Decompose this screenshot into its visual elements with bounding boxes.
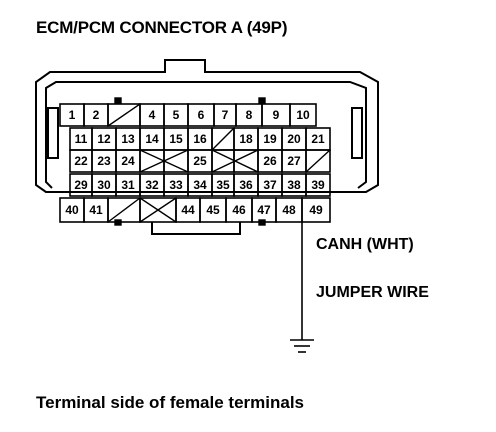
unused-terminal-slash [107, 197, 141, 223]
terminal-number: 9 [273, 108, 280, 122]
unused-terminal-cross [139, 197, 177, 223]
left-latch [47, 107, 59, 159]
unused-terminal-slash [305, 149, 331, 173]
terminal-number: 47 [257, 203, 271, 217]
unused-terminal-slash [107, 103, 141, 127]
terminal-cell [233, 149, 259, 173]
terminal-number: 48 [282, 203, 296, 217]
terminal-number: 13 [121, 132, 135, 146]
terminal-number: 40 [65, 203, 79, 217]
locator-tab [114, 97, 122, 104]
terminal-number: 24 [121, 154, 135, 168]
terminal-number: 37 [263, 178, 277, 192]
locator-tab [114, 219, 122, 226]
terminal-number: 15 [169, 132, 183, 146]
terminal-number: 11 [75, 132, 88, 146]
terminal-number: 41 [89, 203, 103, 217]
terminal-number: 18 [239, 132, 253, 146]
locator-tab [258, 97, 266, 104]
terminal-number: 1 [69, 108, 76, 122]
terminal-number: 21 [311, 132, 325, 146]
terminal-number: 44 [181, 203, 195, 217]
terminal-number: 38 [287, 178, 301, 192]
terminal-number: 14 [145, 132, 159, 146]
terminal-number: 7 [222, 108, 229, 122]
terminal-number: 5 [173, 108, 180, 122]
terminal-number: 8 [246, 108, 253, 122]
terminal-number: 4 [149, 108, 156, 122]
terminal-number: 27 [287, 154, 301, 168]
connector-housing-outer [35, 59, 379, 193]
terminal-number: 26 [263, 154, 277, 168]
terminal-number: 45 [206, 203, 220, 217]
locator-tab [258, 219, 266, 226]
canh-label: CANH (WHT) [316, 236, 414, 253]
jumper-wire-label: JUMPER WIRE [316, 284, 429, 301]
terminal-number: 30 [97, 178, 111, 192]
terminal-number: 36 [239, 178, 253, 192]
terminal-number: 12 [97, 132, 111, 146]
terminal-number: 20 [287, 132, 301, 146]
terminal-cell [211, 149, 235, 173]
terminal-cell [289, 103, 317, 127]
terminal-cell [301, 197, 331, 223]
terminal-number: 16 [193, 132, 207, 146]
unused-terminal-cross [139, 149, 189, 173]
terminal-number: 35 [216, 178, 230, 192]
terminal-number: 29 [74, 178, 88, 192]
terminal-number: 23 [97, 154, 111, 168]
terminal-number: 31 [121, 178, 135, 192]
diagram-title: ECM/PCM CONNECTOR A (49P) [36, 18, 288, 37]
figure-caption: Terminal side of female terminals [36, 393, 304, 412]
connector-housing-inner [45, 81, 367, 189]
terminal-number: 6 [198, 108, 205, 122]
unused-terminal-cross [211, 149, 259, 173]
terminal-number: 39 [311, 178, 325, 192]
terminal-number: 32 [145, 178, 159, 192]
terminal-number: 46 [232, 203, 246, 217]
terminal-number: 19 [263, 132, 277, 146]
terminal-number: 49 [309, 203, 323, 217]
unused-terminal-slash [211, 127, 235, 151]
terminal-number: 2 [93, 108, 100, 122]
terminal-number: 25 [193, 154, 207, 168]
terminal-number: 22 [74, 154, 88, 168]
right-latch [351, 107, 363, 159]
terminal-number: 34 [193, 178, 207, 192]
terminal-number: 33 [169, 178, 183, 192]
terminal-cell [305, 149, 331, 173]
terminal-cell [139, 149, 165, 173]
terminal-number: 10 [296, 108, 310, 122]
terminal-cell [163, 149, 189, 173]
bottom-key [151, 222, 241, 235]
terminal-cell [305, 173, 331, 197]
